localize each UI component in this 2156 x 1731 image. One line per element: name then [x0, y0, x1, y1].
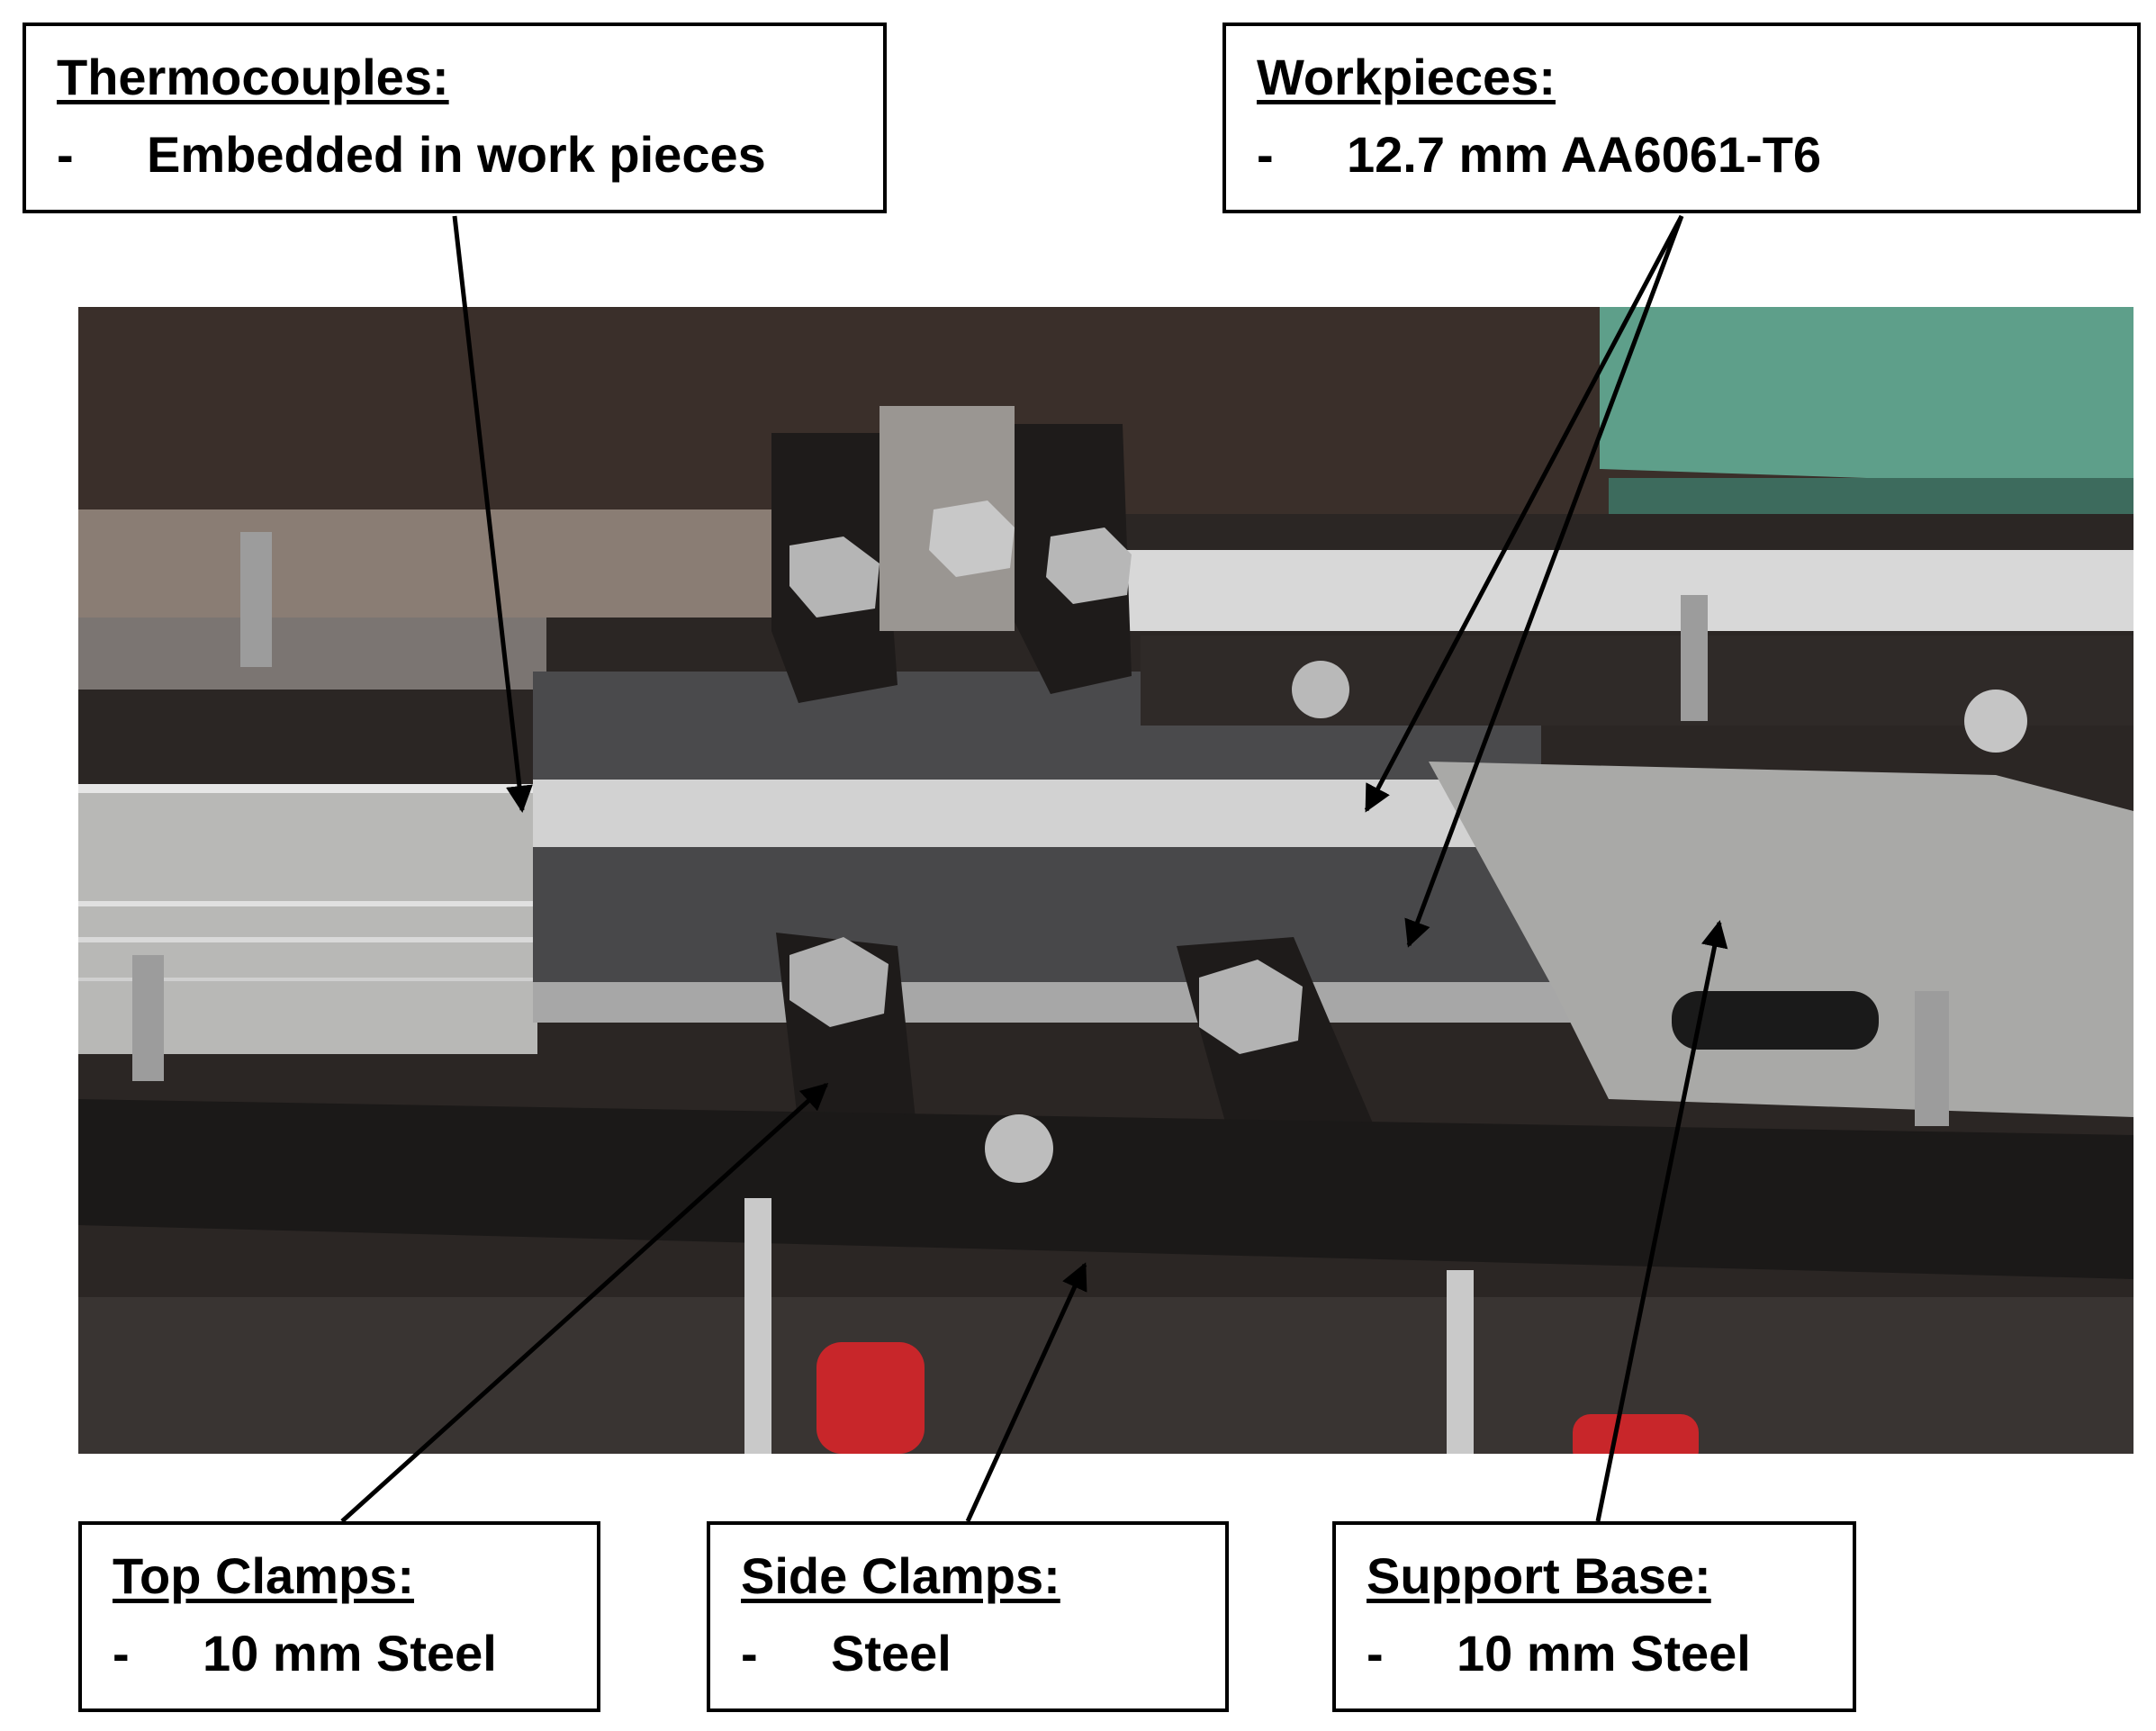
support-base-callout: Support Base: - 10 mm Steel — [1332, 1521, 1856, 1712]
top-clamps-item: - 10 mm Steel — [113, 1622, 570, 1685]
thermocouples-dash: - — [57, 126, 74, 183]
workpieces-callout: Workpieces: - 12.7 mm AA6061-T6 — [1222, 23, 2141, 213]
support-base-dash: - — [1367, 1625, 1384, 1681]
support-base-item: - 10 mm Steel — [1367, 1622, 1826, 1685]
top-clamps-title: Top Clamps: — [113, 1547, 414, 1604]
thermocouples-item: - Embedded in work pieces — [57, 123, 856, 186]
top-clamps-callout: Top Clamps: - 10 mm Steel — [78, 1521, 600, 1712]
side-clamps-item: - Steel — [741, 1622, 1198, 1685]
top-clamps-item-text: 10 mm Steel — [203, 1625, 497, 1681]
support-base-title: Support Base: — [1367, 1547, 1711, 1604]
support-base-item-text: 10 mm Steel — [1457, 1625, 1751, 1681]
side-clamps-callout: Side Clamps: - Steel — [707, 1521, 1229, 1712]
side-clamps-item-text: Steel — [831, 1625, 952, 1681]
workpieces-item: - 12.7 mm AA6061-T6 — [1257, 123, 2110, 186]
side-clamps-dash: - — [741, 1625, 758, 1681]
fixture-photo — [78, 307, 2133, 1454]
workpieces-dash: - — [1257, 126, 1274, 183]
workpieces-item-text: 12.7 mm AA6061-T6 — [1347, 126, 1822, 183]
workpieces-title: Workpieces: — [1257, 49, 1556, 105]
thermocouples-title: Thermocouples: — [57, 49, 449, 105]
top-clamps-dash: - — [113, 1625, 130, 1681]
thermocouples-callout: Thermocouples: - Embedded in work pieces — [23, 23, 887, 213]
thermocouples-item-text: Embedded in work pieces — [147, 126, 766, 183]
side-clamps-title: Side Clamps: — [741, 1547, 1060, 1604]
